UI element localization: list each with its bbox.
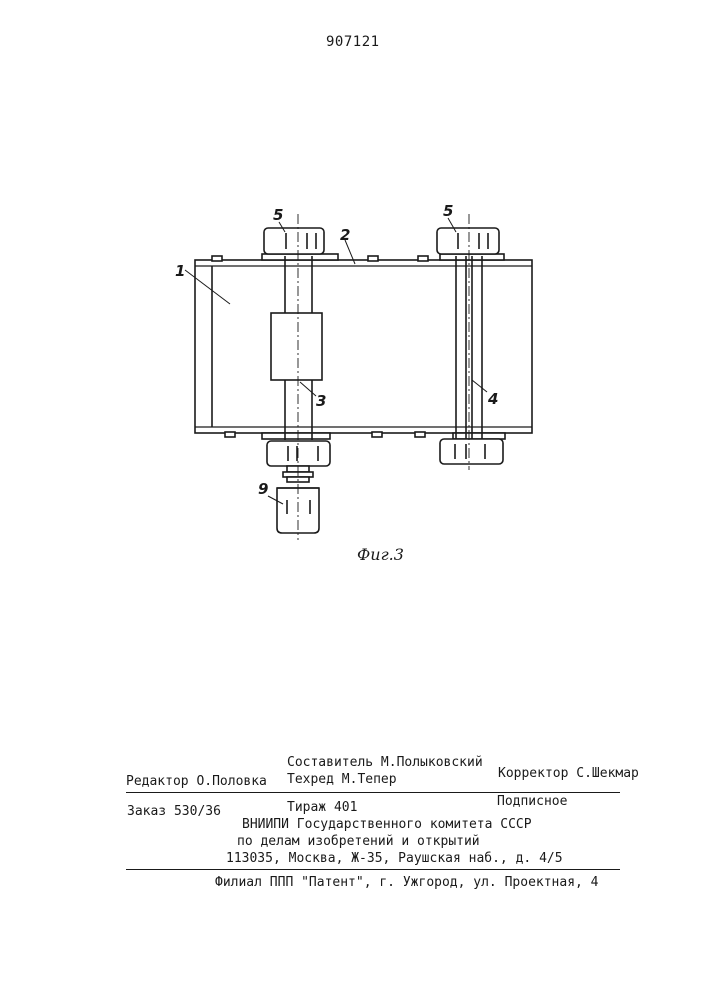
- label-5-right: 5: [443, 202, 453, 220]
- corrector-line: Корректор С.Шекмар: [498, 766, 639, 781]
- label-9: 9: [258, 480, 268, 498]
- org-line-2: по делам изобретений и открытий: [237, 834, 480, 849]
- figure-caption: Фиг.3: [357, 545, 404, 564]
- wheel-bottom-right: [440, 439, 503, 464]
- editor-line: Редактор О.Половка: [126, 774, 267, 789]
- label-3: 3: [316, 392, 326, 410]
- divider-bottom: [126, 869, 620, 870]
- address-line: 113035, Москва, Ж-35, Раушская наб., д. …: [226, 851, 563, 866]
- order-line: Заказ 530/36: [127, 804, 221, 819]
- org-line-1: ВНИИПИ Государственного комитета СССР: [242, 817, 532, 832]
- compiler-line: Составитель М.Полыковский: [287, 755, 483, 770]
- divider-top: [126, 792, 620, 793]
- techred-line: Техред М.Тепер: [287, 772, 397, 787]
- drum-3: [271, 313, 322, 380]
- branch-line: Филиал ППП "Патент", г. Ужгород, ул. Про…: [215, 875, 599, 890]
- label-4: 4: [487, 390, 498, 408]
- wheel-bottom-left: [267, 441, 330, 466]
- label-2: 2: [340, 226, 350, 244]
- circulation-line: Тираж 401: [287, 800, 357, 815]
- wheel-5-left: [264, 228, 324, 254]
- label-1: 1: [175, 262, 185, 280]
- label-5-left: 5: [273, 206, 283, 224]
- subscription-line: Подписное: [497, 794, 567, 809]
- wheel-5-right: [437, 228, 499, 254]
